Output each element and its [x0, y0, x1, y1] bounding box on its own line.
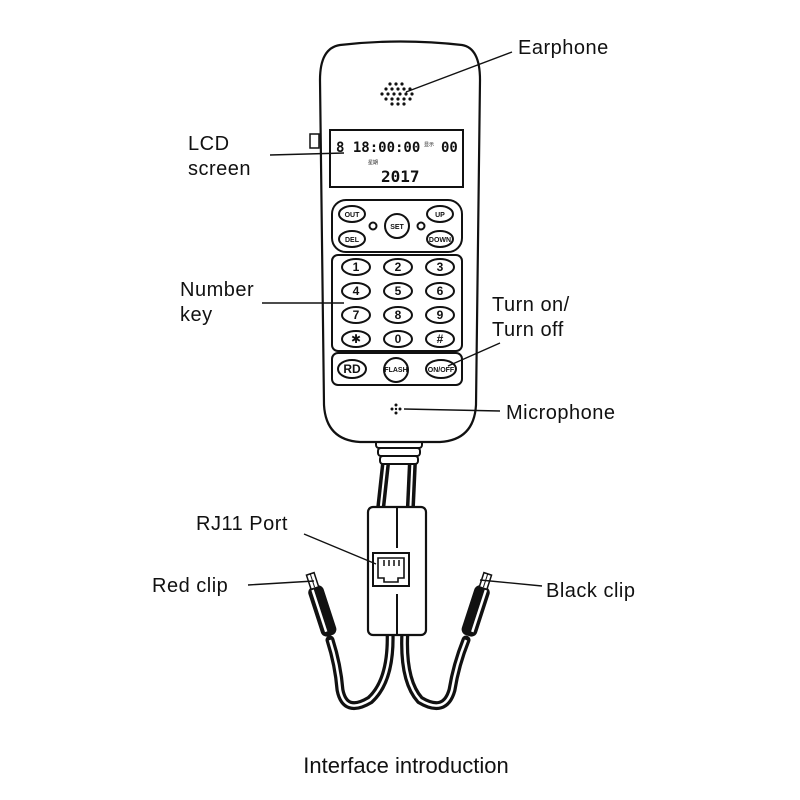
up-button-label: UP — [435, 212, 445, 219]
number-key-label-8: 9 — [437, 308, 444, 322]
number-key-6[interactable] — [341, 306, 371, 324]
lcd-small-left: 星期 — [368, 160, 378, 166]
number-key-label-5: 6 — [437, 284, 444, 298]
rd-button-label: RD — [343, 362, 361, 376]
rj11-housing — [366, 505, 428, 637]
down-button-label: DOWN — [429, 237, 451, 244]
number-key-label-1: 2 — [395, 260, 402, 274]
lcd-small-right: 显示 — [424, 142, 434, 148]
number-key-4[interactable] — [383, 282, 413, 300]
number-key-label-10: 0 — [395, 332, 402, 346]
number-key-label-9: ✱ — [351, 332, 361, 346]
number-key-10[interactable] — [383, 330, 413, 348]
number-key-2[interactable] — [425, 258, 455, 276]
microphone-holes — [390, 403, 402, 415]
number-key-label-0: 1 — [353, 260, 360, 274]
number-key-0[interactable] — [341, 258, 371, 276]
label-earphone: Earphone — [518, 37, 609, 59]
number-key-label-3: 4 — [353, 284, 360, 298]
number-key-3[interactable] — [341, 282, 371, 300]
flash-button[interactable] — [383, 357, 409, 383]
number-key-label-11: # — [437, 332, 444, 346]
flash-button-label: FLASH — [384, 367, 407, 374]
number-key-7[interactable] — [383, 306, 413, 324]
number-key-1[interactable] — [383, 258, 413, 276]
label-number-key-line2: key — [180, 304, 213, 326]
number-key-label-7: 8 — [395, 308, 402, 322]
label-number-key-line1: Number — [180, 279, 254, 301]
lcd-year: 2017 — [381, 167, 420, 186]
number-key-label-2: 3 — [437, 260, 444, 274]
strain-relief — [375, 439, 423, 465]
labels: Earphone LCD screen Number key Turn on/ … — [152, 37, 635, 602]
number-key-9[interactable] — [341, 330, 371, 348]
label-black-clip: Black clip — [546, 580, 635, 602]
clip-cables — [325, 625, 471, 711]
label-rj11-port: RJ11 Port — [196, 513, 288, 535]
del-button-label: DEL — [345, 237, 360, 244]
down-button[interactable] — [426, 230, 454, 248]
caption: Interface introduction — [303, 753, 508, 778]
side-button[interactable] — [309, 133, 320, 149]
number-key-label-6: 7 — [353, 308, 360, 322]
indicator-led-left — [368, 221, 378, 231]
lcd-indicator: 00 — [441, 140, 458, 156]
number-key-label-4: 5 — [395, 284, 402, 298]
up-button[interactable] — [426, 205, 454, 223]
label-turn-on-line2: Turn off — [492, 319, 564, 341]
del-button[interactable] — [338, 230, 366, 248]
bottom-key-panel: RD FLASH ON/OFF — [331, 352, 463, 386]
set-button-label: SET — [390, 224, 404, 231]
function-key-panel: OUT UP SET DEL DOWN — [331, 199, 463, 253]
indicator-led-right — [416, 221, 426, 231]
lcd-screen: 8 18:00:00 显示 00 星期 2017 — [329, 129, 464, 188]
lcd-time: 8 18:00:00 — [336, 140, 420, 156]
number-key-8[interactable] — [425, 306, 455, 324]
label-red-clip: Red clip — [152, 575, 228, 597]
label-microphone: Microphone — [506, 402, 616, 424]
label-lcd-screen-line2: screen — [188, 158, 251, 180]
number-keypad: 1 2 3 4 5 6 7 8 9 ✱ 0 # — [331, 254, 463, 352]
number-key-5[interactable] — [425, 282, 455, 300]
on-off-button[interactable] — [425, 359, 457, 379]
label-lcd-screen-line1: LCD — [188, 133, 230, 155]
label-turn-on-line1: Turn on/ — [492, 294, 570, 316]
on-off-button-label: ON/OFF — [428, 367, 455, 374]
leader-lines — [247, 51, 543, 587]
rd-button[interactable] — [337, 359, 367, 379]
out-button[interactable] — [338, 205, 366, 223]
set-button[interactable] — [384, 213, 410, 239]
number-key-11[interactable] — [425, 330, 455, 348]
out-button-label: OUT — [345, 212, 361, 219]
